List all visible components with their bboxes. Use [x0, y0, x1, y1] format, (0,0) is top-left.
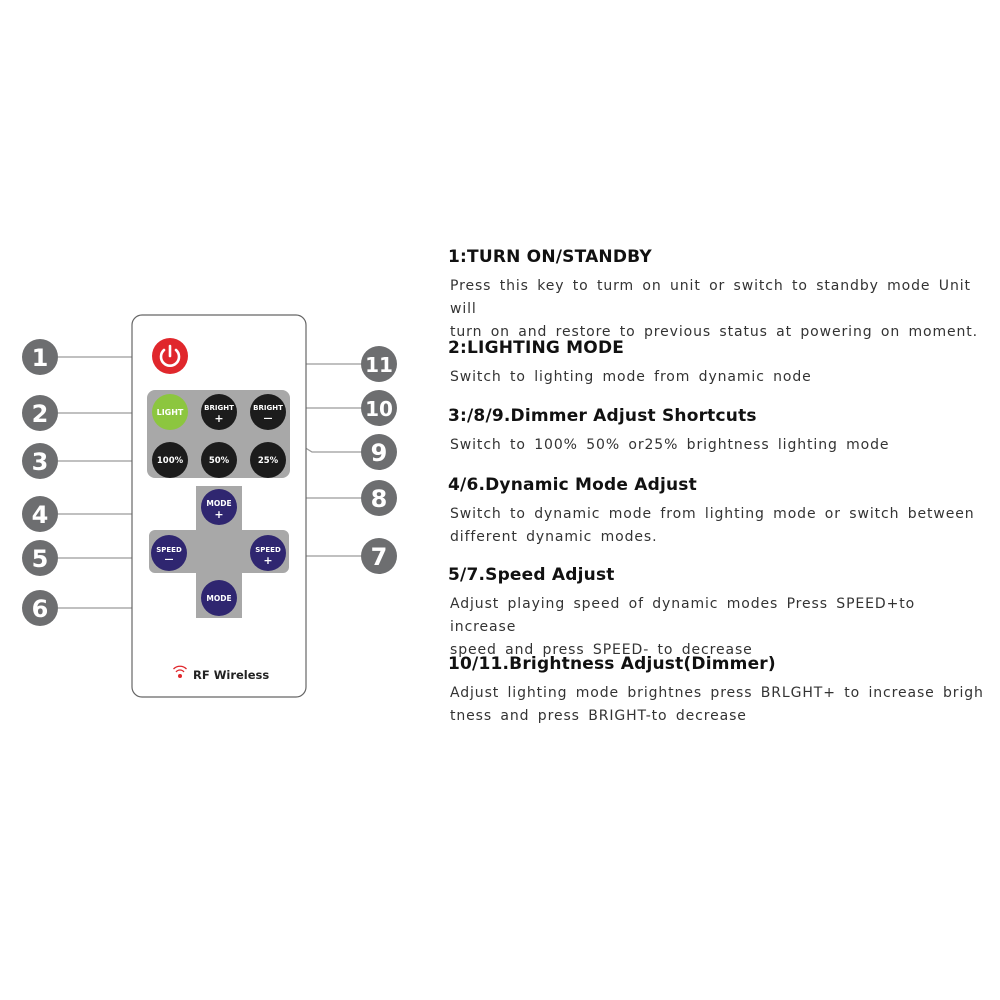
section-line: Adjust playing speed of dynamic modes Pr…: [450, 596, 916, 635]
bright-plus-sign: +: [214, 412, 223, 425]
mode-button[interactable]: MODE: [201, 580, 237, 616]
section-title: 4/6.Dynamic Mode Adjust: [448, 475, 697, 495]
bright-minus-label: BRIGHT: [253, 404, 283, 412]
section-lighting-mode: 2:LIGHTING MODE Switch to lighting mode …: [448, 338, 988, 389]
svg-text:7: 7: [371, 543, 388, 571]
callout-9: 9: [361, 434, 397, 470]
brightness-50-button[interactable]: 50%: [201, 442, 237, 478]
svg-text:9: 9: [371, 439, 388, 467]
bright-plus-button[interactable]: BRIGHT +: [201, 394, 237, 430]
brightness-100-button[interactable]: 100%: [152, 442, 188, 478]
rf-wireless-badge: RF Wireless: [173, 665, 269, 682]
section-title: 3:/8/9.Dimmer Adjust Shortcuts: [448, 406, 757, 426]
section-line: tness and press BRIGHT-to decrease: [450, 708, 747, 724]
callout-8: 8: [361, 480, 397, 516]
speed-minus-sign: —: [165, 555, 174, 565]
bright-minus-button[interactable]: BRIGHT —: [250, 394, 286, 430]
section-line: Switch to lighting mode from dynamic nod…: [450, 369, 812, 385]
callout-6: 6: [22, 590, 58, 626]
bright-minus-sign: —: [264, 414, 273, 424]
svg-text:2: 2: [32, 400, 49, 428]
section-line: different dynamic modes.: [450, 529, 658, 545]
svg-text:10: 10: [365, 397, 393, 421]
section-title: 2:LIGHTING MODE: [448, 338, 625, 358]
mode-plus-label: MODE: [206, 499, 231, 508]
speed-minus-button[interactable]: SPEED —: [151, 535, 187, 571]
rf-wireless-label: RF Wireless: [193, 668, 269, 682]
section-line: Switch to 100% 50% or25% brightness ligh…: [450, 437, 890, 453]
brightness-100-label: 100%: [157, 456, 184, 466]
svg-text:1: 1: [32, 344, 49, 372]
svg-text:11: 11: [365, 353, 393, 377]
power-icon: [159, 348, 181, 367]
section-line: Adjust lighting mode brightnes press BRL…: [450, 685, 984, 701]
light-label: LIGHT: [157, 408, 184, 417]
bright-plus-label: BRIGHT: [204, 404, 234, 412]
svg-text:6: 6: [32, 595, 49, 623]
section-dynamic-mode: 4/6.Dynamic Mode Adjust Switch to dynami…: [448, 475, 988, 549]
section-title: 1:TURN ON/STANDBY: [448, 247, 652, 267]
callout-4: 4: [22, 496, 58, 532]
section-text: Switch to dynamic mode from lighting mod…: [450, 503, 988, 549]
mode-plus-button[interactable]: MODE +: [201, 489, 237, 525]
callout-1: 1: [22, 339, 58, 375]
svg-text:8: 8: [371, 485, 388, 513]
light-button[interactable]: LIGHT: [152, 394, 188, 430]
speed-plus-button[interactable]: SPEED +: [250, 535, 286, 571]
callout-11: 11: [361, 346, 397, 382]
callout-5: 5: [22, 540, 58, 576]
brightness-25-button[interactable]: 25%: [250, 442, 286, 478]
mode-plus-sign: +: [214, 508, 223, 521]
speed-minus-label: SPEED: [156, 546, 182, 554]
mode-label: MODE: [206, 594, 231, 603]
section-line: turn on and restore to previous status a…: [450, 324, 979, 340]
callout-2: 2: [22, 395, 58, 431]
cross-key-pad: [149, 486, 289, 618]
speed-plus-sign: +: [263, 554, 272, 567]
callout-7: 7: [361, 538, 397, 574]
wireless-signal-dot: [178, 674, 182, 678]
power-button[interactable]: [152, 338, 188, 374]
section-text: Adjust lighting mode brightnes press BRL…: [450, 682, 988, 728]
section-line: Press this key to turm on unit or switch…: [450, 278, 971, 317]
section-brightness-adjust: 10/11.Brightness Adjust(Dimmer) Adjust l…: [448, 654, 988, 728]
section-text: Switch to 100% 50% or25% brightness ligh…: [450, 434, 988, 457]
section-dimmer-shortcuts: 3:/8/9.Dimmer Adjust Shortcuts Switch to…: [448, 406, 988, 457]
svg-text:3: 3: [32, 448, 49, 476]
callout-3: 3: [22, 443, 58, 479]
brightness-25-label: 25%: [258, 456, 279, 466]
section-text: Switch to lighting mode from dynamic nod…: [450, 366, 988, 389]
section-turn-on-standby: 1:TURN ON/STANDBY Press this key to turm…: [448, 247, 988, 344]
wireless-signal-icon: [173, 665, 187, 673]
speed-plus-label: SPEED: [255, 546, 281, 554]
section-title: 5/7.Speed Adjust: [448, 565, 615, 585]
section-line: speed and press SPEED- to decrease: [450, 642, 753, 658]
section-title: 10/11.Brightness Adjust(Dimmer): [448, 654, 776, 674]
svg-text:5: 5: [32, 545, 49, 573]
brightness-50-label: 50%: [209, 456, 230, 466]
section-line: Switch to dynamic mode from lighting mod…: [450, 506, 975, 522]
section-speed-adjust: 5/7.Speed Adjust Adjust playing speed of…: [448, 565, 988, 662]
section-text: Adjust playing speed of dynamic modes Pr…: [450, 593, 988, 662]
callouts: 1 2 3 4 5 6 7 8 9 10 11: [22, 339, 397, 626]
section-text: Press this key to turm on unit or switch…: [450, 275, 988, 344]
callout-10: 10: [361, 390, 397, 426]
svg-text:4: 4: [32, 501, 49, 529]
